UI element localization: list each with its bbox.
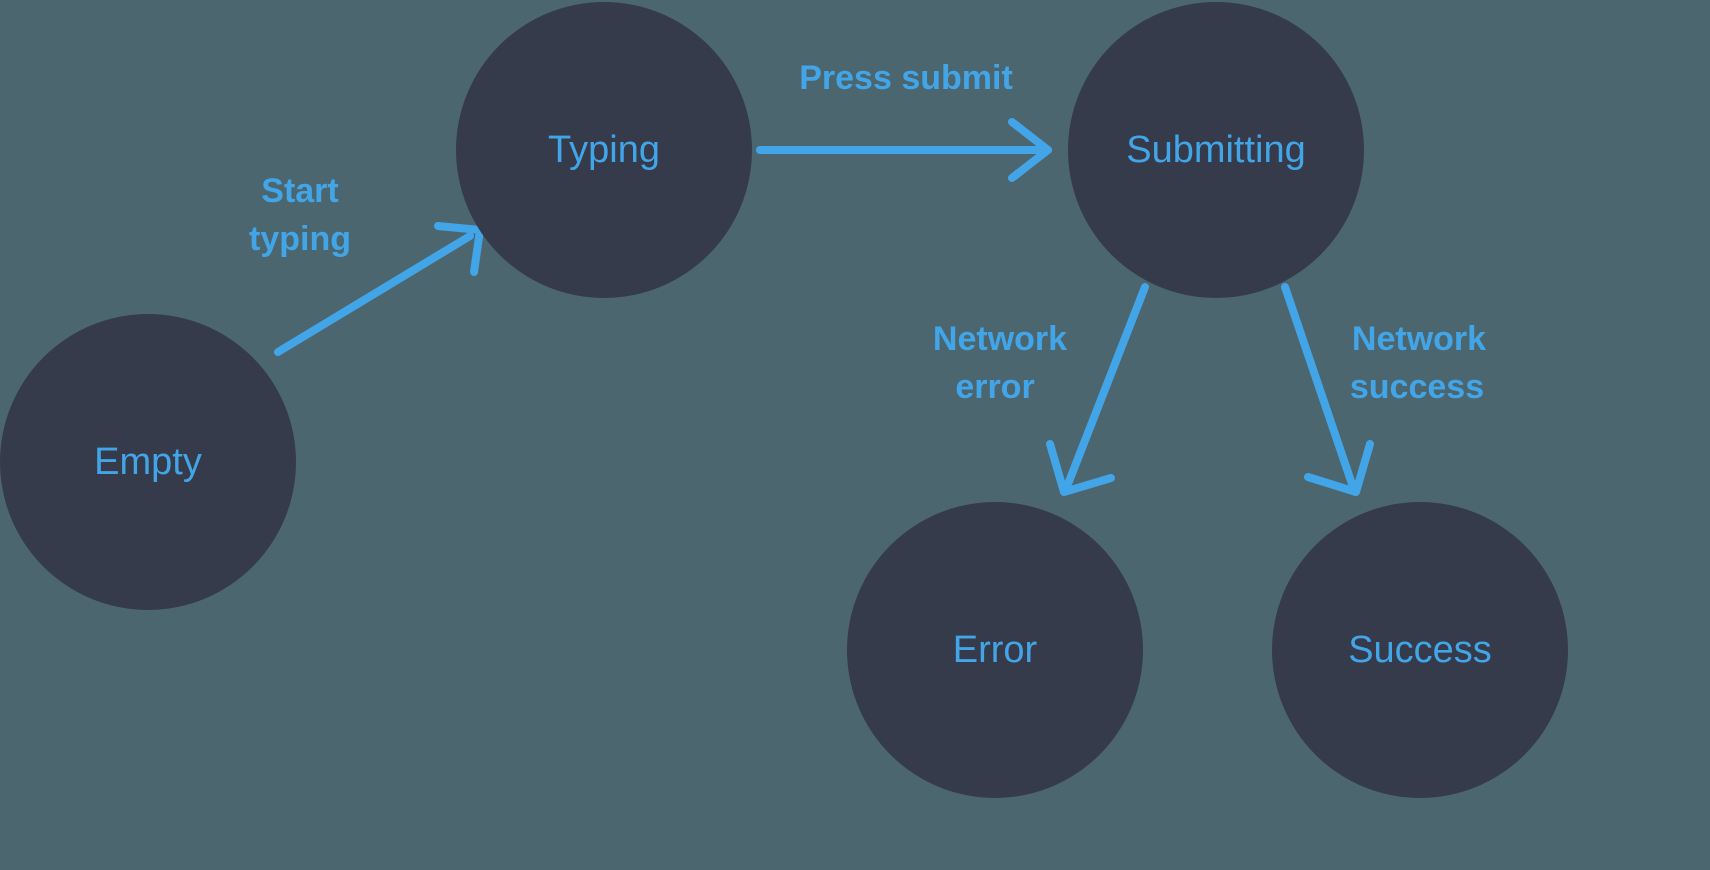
edge-label-start-typing-line1: Start — [261, 172, 338, 210]
state-node-typing[interactable]: Typing — [456, 2, 752, 298]
state-node-error[interactable]: Error — [847, 502, 1143, 798]
state-node-success-circle[interactable] — [1272, 502, 1568, 798]
state-node-error-circle[interactable] — [847, 502, 1143, 798]
state-node-empty-circle[interactable] — [0, 314, 296, 610]
state-node-empty-label: Empty — [94, 441, 202, 483]
edge-network-success — [1281, 283, 1374, 496]
edge-label-start-typing: Start typing — [249, 172, 351, 258]
state-node-empty[interactable]: Empty — [0, 314, 296, 610]
edge-press-submit-arrowhead — [1008, 118, 1052, 182]
edge-start-typing-line — [274, 232, 474, 356]
state-node-submitting-circle[interactable] — [1068, 2, 1364, 298]
edge-network-error — [1046, 283, 1149, 496]
edge-label-press-submit-line1: Press submit — [799, 59, 1013, 97]
edge-network-success-line — [1281, 283, 1356, 488]
state-node-typing-label: Typing — [548, 129, 660, 171]
edge-network-error-arrowhead — [1046, 440, 1115, 496]
edge-label-network-success-line2: success — [1350, 368, 1484, 406]
state-node-typing-circle[interactable] — [456, 2, 752, 298]
state-node-success[interactable]: Success — [1272, 502, 1568, 798]
edge-label-network-success-line1: Network — [1352, 320, 1486, 358]
edge-label-network-error: Network error — [933, 320, 1067, 406]
edge-press-submit — [756, 118, 1052, 182]
edge-network-success-arrowhead — [1304, 440, 1374, 496]
edge-label-network-error-line2: error — [955, 368, 1034, 406]
edge-label-start-typing-line2: typing — [249, 220, 351, 258]
edge-network-error-line — [1064, 283, 1149, 488]
state-node-error-label: Error — [953, 629, 1038, 671]
edge-label-network-error-line1: Network — [933, 320, 1067, 358]
state-node-submitting[interactable]: Submitting — [1068, 2, 1364, 298]
state-node-success-label: Success — [1348, 629, 1492, 671]
state-node-submitting-label: Submitting — [1126, 129, 1306, 171]
edge-label-press-submit: Press submit — [799, 59, 1013, 97]
edge-label-network-success: Network success — [1350, 320, 1486, 406]
